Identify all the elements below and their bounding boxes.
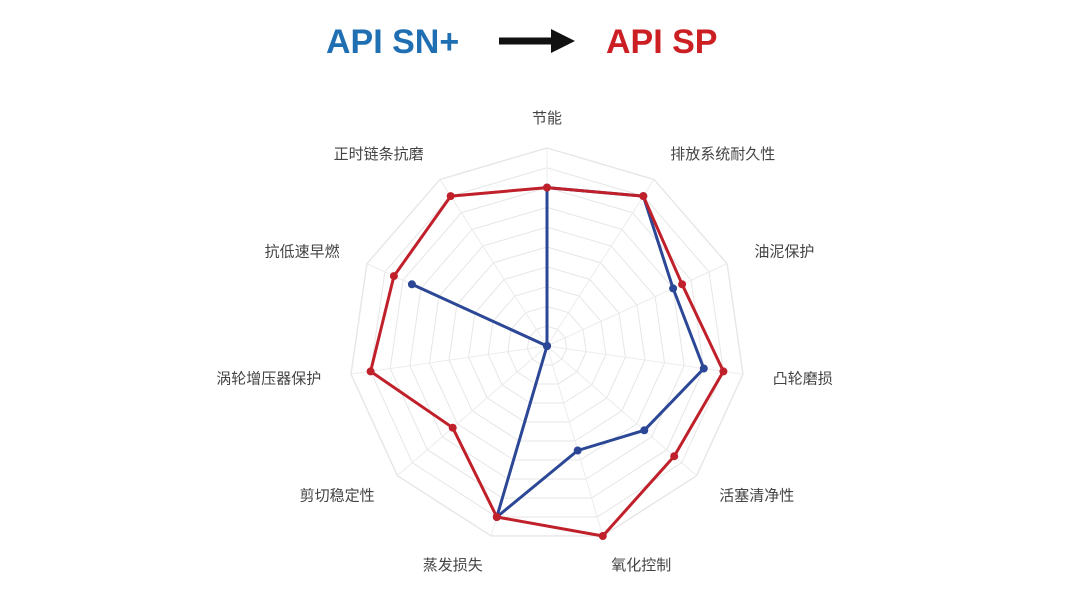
grid-spoke [350, 345, 548, 375]
data-point [669, 284, 678, 293]
data-point [719, 367, 728, 376]
data-point [543, 183, 551, 192]
grid-spoke [439, 179, 548, 347]
data-point [366, 367, 375, 376]
data-point [446, 192, 455, 201]
grid-spoke [397, 345, 548, 477]
grid-spoke [546, 345, 604, 537]
arrow-right-icon [499, 29, 575, 53]
data-point [389, 272, 398, 281]
data-point [448, 423, 457, 432]
grid-spoke [546, 263, 728, 347]
axis-label: 剪切稳定性 [300, 486, 375, 504]
data-point [699, 364, 708, 373]
axis-label: 涡轮增压器保护 [216, 369, 321, 387]
grid-spoke [546, 179, 655, 347]
legend-label-api-sn-plus: API SN+ [326, 23, 460, 61]
axis-label: 正时链条抗磨 [334, 145, 424, 163]
chart-header: API SN+ API SP [0, 0, 1080, 90]
grid-ring [487, 286, 607, 404]
series-line-1 [369, 186, 725, 538]
data-point [492, 513, 501, 521]
legend-label-api-sp: API SP [606, 23, 718, 61]
grid-ring [428, 226, 666, 461]
axis-label: 节能 [532, 109, 562, 127]
axis-label: 油泥保护 [754, 242, 814, 260]
data-point [407, 280, 416, 289]
data-point [678, 280, 687, 289]
grid-ring [350, 147, 744, 537]
data-point [598, 532, 607, 540]
data-point [639, 192, 648, 201]
grid-ring [409, 206, 685, 480]
data-point [573, 446, 582, 455]
data-point [670, 452, 679, 461]
axis-label: 蒸发损失 [423, 556, 483, 574]
grid-ring [370, 167, 724, 518]
axis-label: 活塞清净性 [719, 486, 794, 504]
data-point [543, 342, 551, 350]
grid-ring [389, 187, 705, 499]
grid-ring [448, 246, 646, 442]
axis-label: 凸轮磨损 [773, 369, 833, 387]
axis-label: 排放系统耐久性 [670, 145, 775, 163]
axis-label: 氧化控制 [611, 556, 671, 574]
grid-spoke [546, 345, 744, 375]
grid-ring [526, 325, 568, 366]
data-point [640, 426, 649, 435]
axis-label: 抗低速早燃 [265, 242, 340, 260]
series-layer [366, 183, 728, 540]
grid-ring [507, 305, 587, 385]
grid-ring [468, 266, 626, 423]
